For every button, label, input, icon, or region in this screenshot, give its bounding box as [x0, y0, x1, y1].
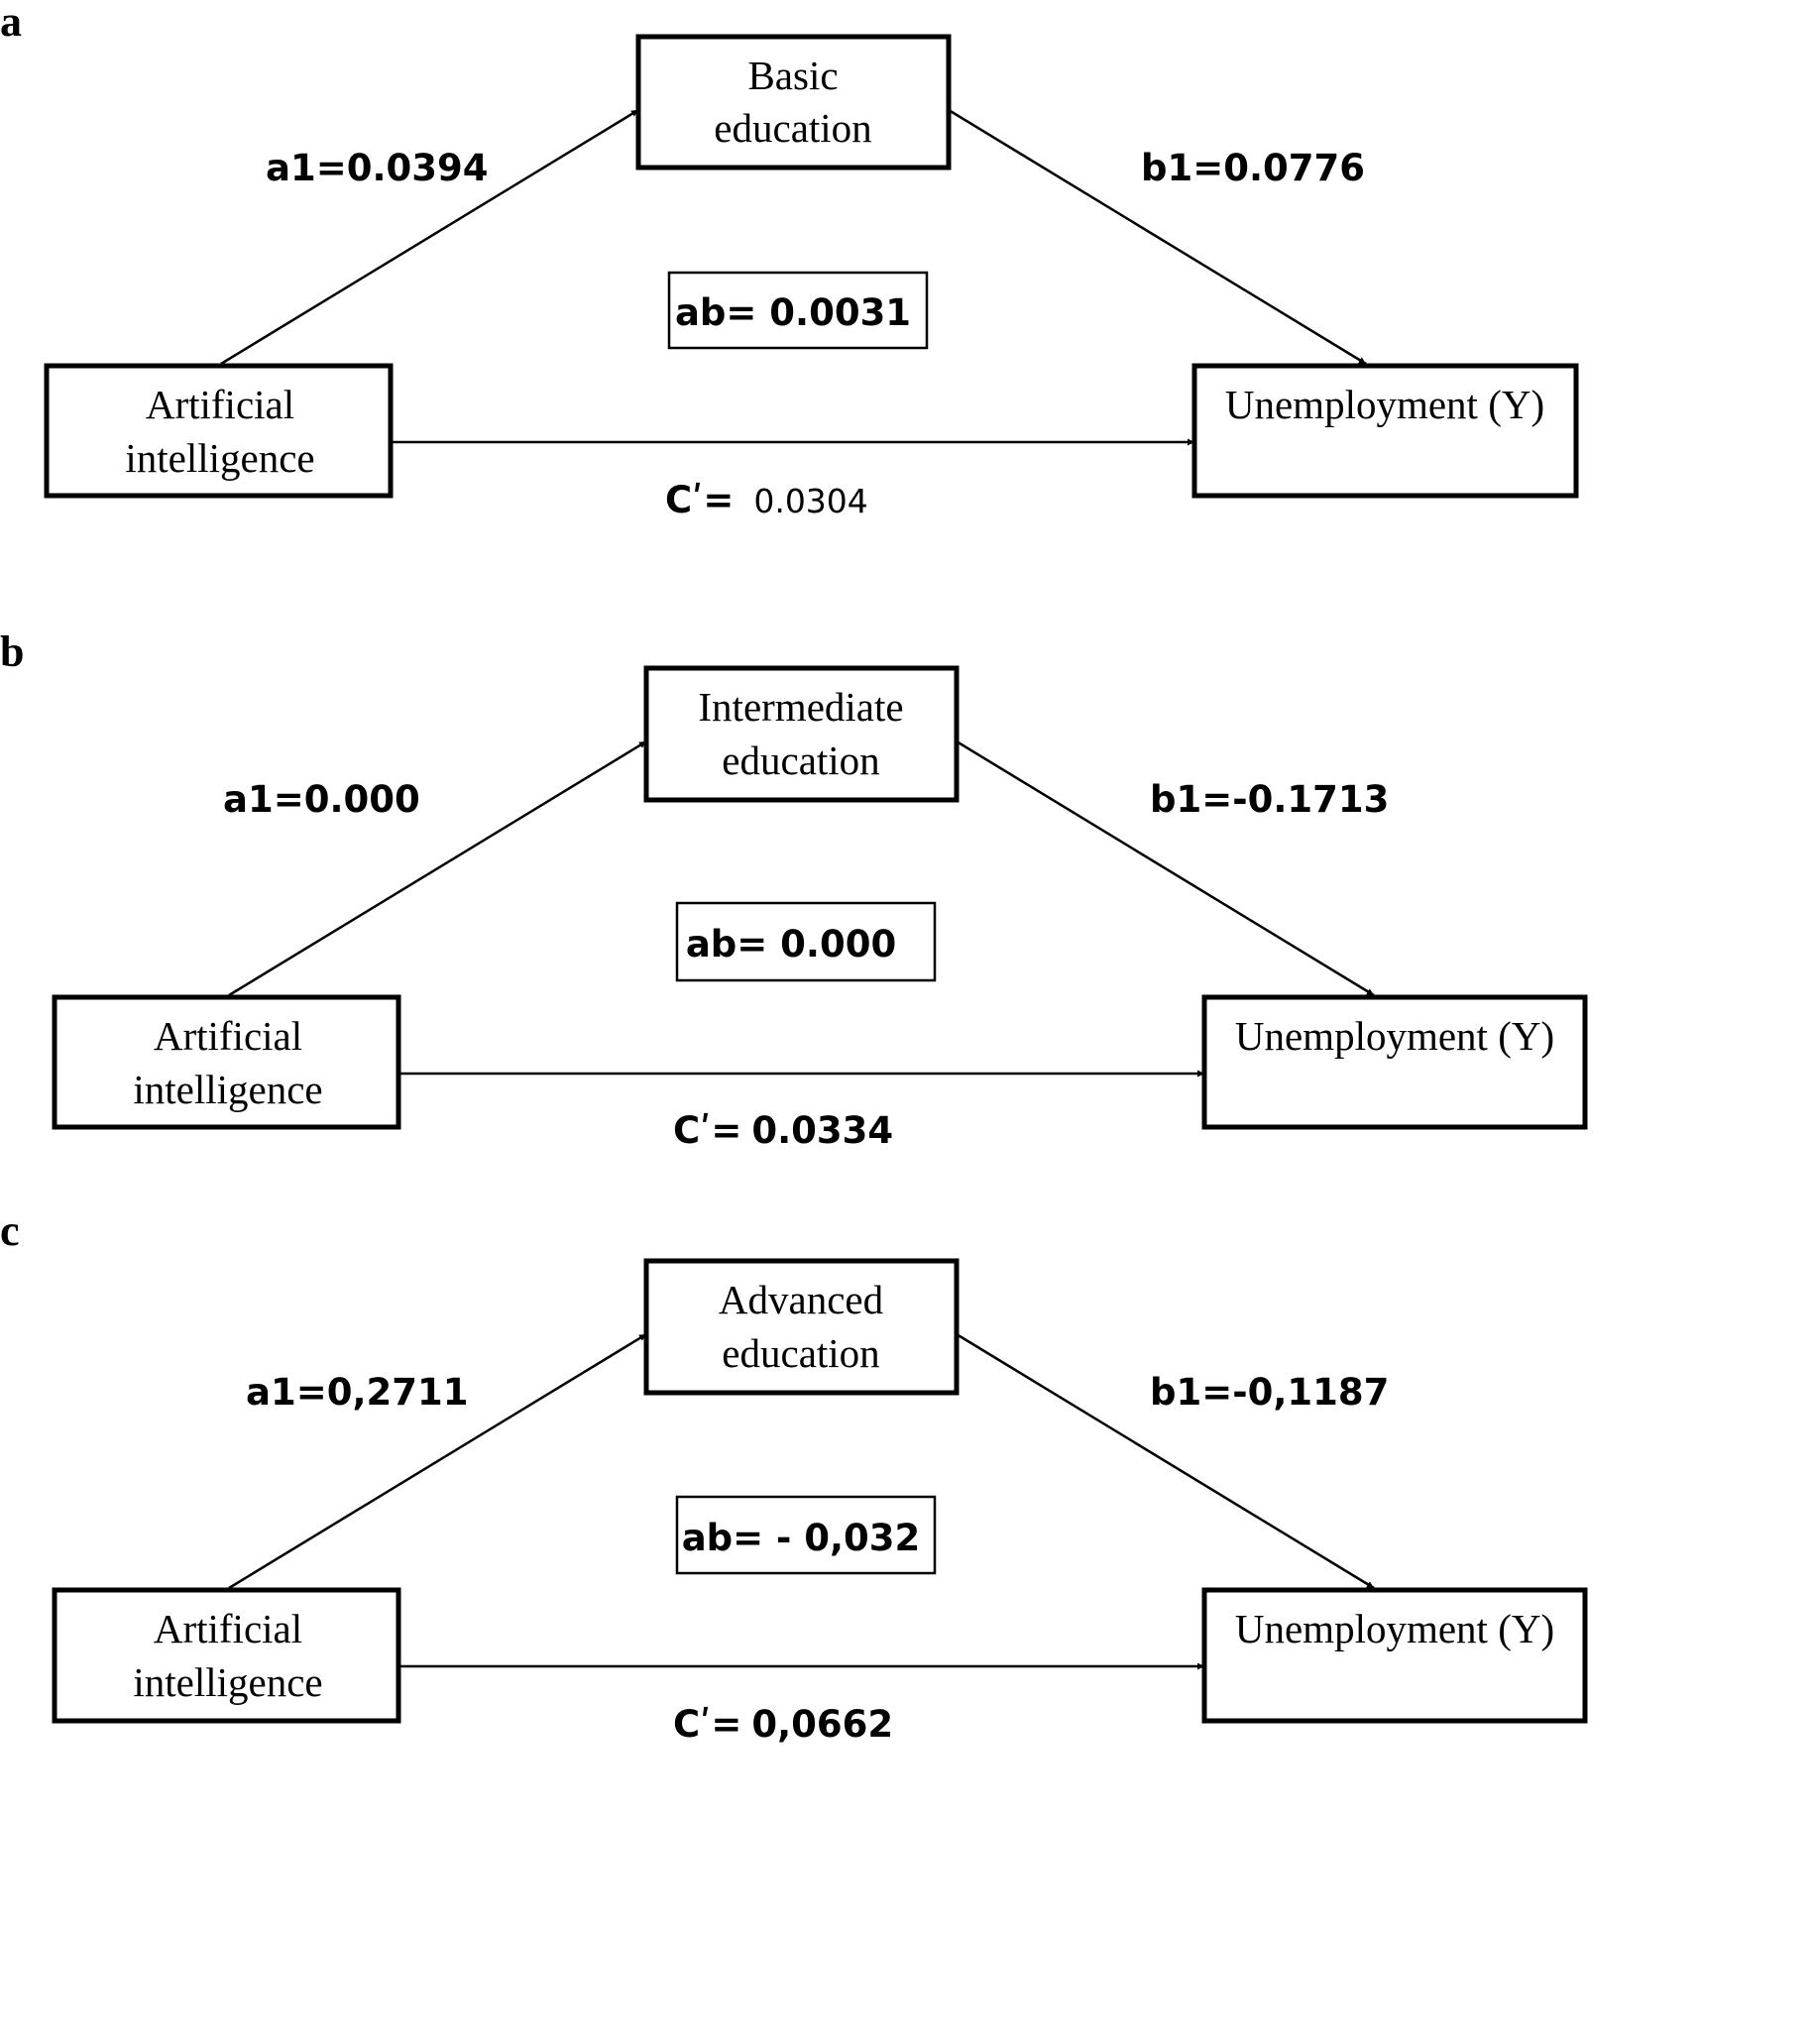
- a-path-arrow: [228, 1332, 647, 1590]
- a-path-coefficient: a1=0.0394: [266, 147, 489, 189]
- predictor-box: [52, 1587, 401, 1724]
- indirect-effect-label: ab= 0.0031: [675, 291, 911, 334]
- direct-path-coefficient: Cʹ=0.0334: [673, 1109, 893, 1152]
- predictor-label-line2: intelligence: [133, 1659, 322, 1705]
- direct-path-value: 0.0304: [753, 482, 867, 520]
- predictor-label-line1: Artificial: [154, 1606, 302, 1651]
- b-path-arrow: [956, 1332, 1375, 1590]
- direct-path-coefficient: Cʹ= 0.0304: [665, 479, 868, 521]
- outcome-label: Unemployment (Y): [1235, 1606, 1554, 1651]
- b-path-arrow: [956, 739, 1375, 997]
- outcome-label: Unemployment (Y): [1225, 382, 1544, 427]
- predictor-label-line1: Artificial: [146, 382, 294, 427]
- b-path-coefficient: b1=-0,1187: [1150, 1371, 1389, 1414]
- mediator-label-line2: education: [714, 105, 871, 151]
- mediator-box: [643, 1258, 960, 1396]
- predictor-box: [44, 363, 394, 499]
- mediator-label-line2: education: [722, 738, 879, 783]
- direct-path-symbol: Cʹ=: [673, 1703, 741, 1746]
- a-path-arrow: [228, 739, 647, 997]
- b-path-coefficient: b1=-0.1713: [1150, 778, 1389, 821]
- mediator-label-line2: education: [722, 1330, 879, 1376]
- indirect-effect-box: [675, 1495, 937, 1575]
- a-path-arrow: [220, 108, 639, 366]
- direct-path-value: 0,0662: [751, 1703, 893, 1746]
- panel-label: a: [0, 0, 22, 46]
- outcome-box: [1201, 1587, 1588, 1724]
- direct-path-symbol: Cʹ=: [673, 1109, 741, 1152]
- direct-path-value: 0.0334: [751, 1109, 893, 1152]
- panel-label: b: [0, 627, 24, 676]
- mediator-box: [635, 34, 952, 170]
- panel-a: a Basic education Artificial intelligenc…: [0, 0, 1579, 521]
- mediator-label-line1: Advanced: [719, 1277, 883, 1322]
- direct-path-symbol: Cʹ=: [665, 479, 734, 521]
- predictor-box: [52, 994, 401, 1130]
- predictor-label-line1: Artificial: [154, 1013, 302, 1059]
- mediator-label-line1: Basic: [747, 53, 838, 98]
- indirect-effect-label: ab= 0.000: [686, 923, 896, 965]
- outcome-box: [1191, 363, 1579, 499]
- predictor-label-line2: intelligence: [133, 1067, 322, 1112]
- mediator-label-line1: Intermediate: [698, 684, 903, 730]
- outcome-label: Unemployment (Y): [1235, 1013, 1554, 1059]
- outcome-box: [1201, 994, 1588, 1130]
- b-path-arrow: [948, 108, 1367, 366]
- predictor-label-line2: intelligence: [125, 435, 314, 481]
- direct-path-coefficient: Cʹ=0,0662: [673, 1703, 893, 1746]
- indirect-effect-box: [675, 901, 937, 982]
- mediator-box: [643, 665, 960, 803]
- panel-b: b Intermediate education Artificial inte…: [0, 627, 1588, 1152]
- panel-c: c Advanced education Artificial intellig…: [0, 1206, 1588, 1746]
- a-path-coefficient: a1=0.000: [223, 778, 420, 821]
- a-path-coefficient: a1=0,2711: [246, 1371, 469, 1414]
- indirect-effect-label: ab= - 0,032: [682, 1517, 921, 1559]
- b-path-coefficient: b1=0.0776: [1141, 147, 1365, 189]
- indirect-effect-box: [667, 271, 929, 350]
- panel-label: c: [0, 1206, 20, 1255]
